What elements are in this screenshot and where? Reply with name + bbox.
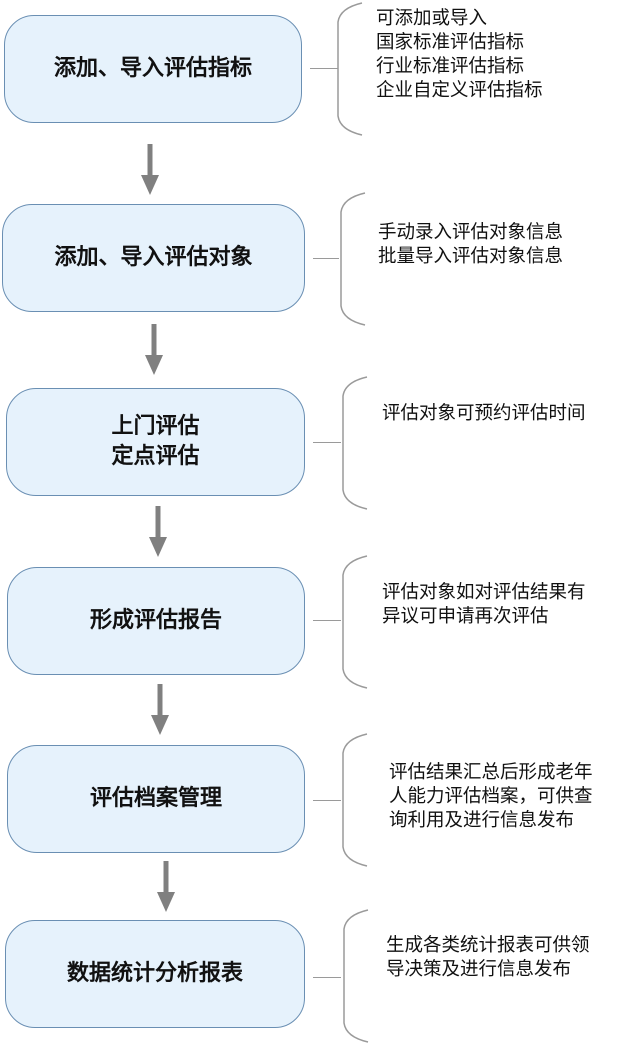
step-note: 手动录入评估对象信息 批量导入评估对象信息	[378, 222, 564, 267]
step-title: 添加、导入评估指标	[53, 56, 252, 81]
brace-bracket	[340, 192, 366, 326]
arrow-down-icon	[157, 861, 175, 912]
step-note: 生成各类统计报表可供领 导决策及进行信息发布	[386, 935, 590, 980]
brace-bracket	[342, 733, 368, 867]
step-title: 添加、导入评估对象	[54, 245, 253, 270]
step-note: 评估结果汇总后形成老年 人能力评估档案，可供查 询利用及进行信息发布	[389, 762, 593, 831]
step-box-add-import-subjects: 添加、导入评估对象	[2, 204, 305, 312]
connector-line	[313, 620, 341, 621]
step-note: 评估对象如对评估结果有 异议可申请再次评估	[382, 582, 586, 627]
step-box-add-import-indicators: 添加、导入评估指标	[4, 15, 302, 123]
step-box-archive-management: 评估档案管理	[7, 745, 305, 853]
step-title: 上门评估 定点评估	[111, 414, 200, 469]
connector-line	[313, 442, 341, 443]
connector-line	[310, 68, 338, 69]
connector-line	[313, 977, 341, 978]
step-title: 数据统计分析报表	[66, 961, 243, 986]
arrow-down-icon	[151, 684, 169, 735]
arrow-down-icon	[145, 324, 163, 375]
step-title: 评估档案管理	[89, 786, 222, 811]
brace-bracket	[342, 555, 368, 689]
step-title: 形成评估报告	[89, 608, 222, 633]
arrow-down-icon	[149, 506, 167, 557]
brace-bracket	[343, 909, 369, 1043]
step-box-onsite-evaluation: 上门评估 定点评估	[6, 388, 305, 496]
step-note: 评估对象可预约评估时间	[382, 403, 586, 424]
brace-bracket	[337, 2, 363, 136]
step-box-statistics-reports: 数据统计分析报表	[5, 920, 305, 1028]
connector-line	[313, 258, 339, 259]
step-note: 可添加或导入 国家标准评估指标 行业标准评估指标 企业自定义评估指标	[376, 8, 543, 101]
arrow-down-icon	[141, 144, 159, 195]
connector-line	[313, 800, 341, 801]
brace-bracket	[342, 376, 368, 510]
step-box-evaluation-report: 形成评估报告	[7, 567, 305, 675]
